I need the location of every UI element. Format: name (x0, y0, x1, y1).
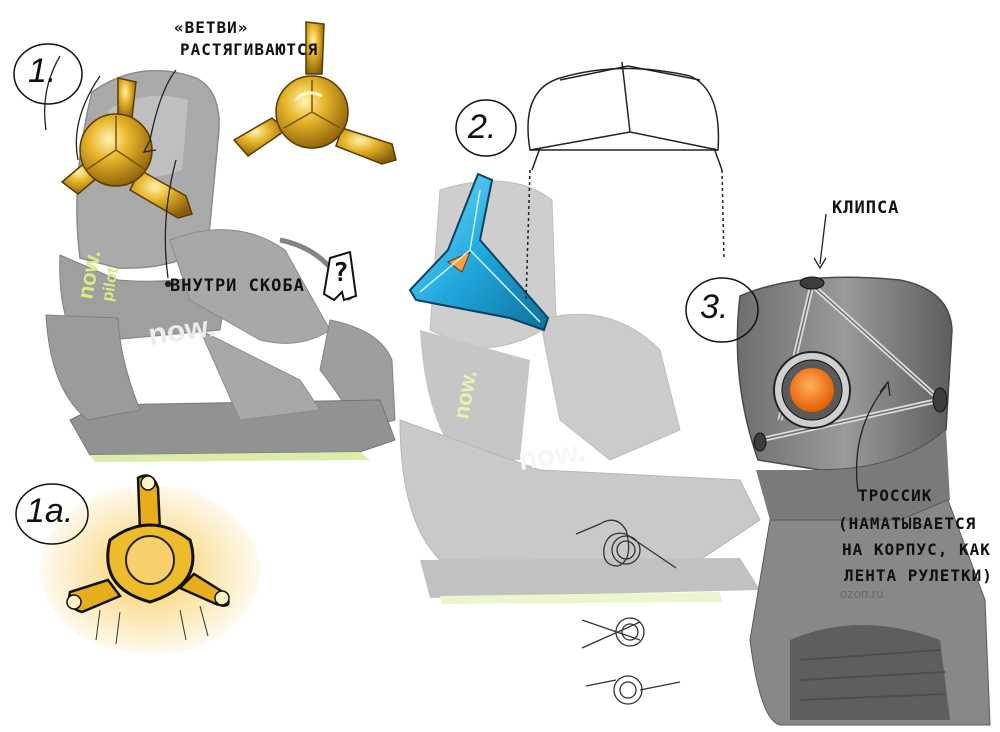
brand-pilot-left: pilot (99, 266, 122, 303)
note-inside-bracket: ВНУТРИ СКОБА (170, 276, 305, 296)
step-label-1: 1. (28, 52, 57, 90)
note-clip: КЛИПСА (832, 198, 900, 218)
gold-tripod-on-binding (60, 77, 193, 219)
gold-tripod-detail (232, 21, 397, 165)
annotation-lines (43, 55, 891, 493)
binding-right: ozon.ru (736, 276, 991, 726)
step-label-2: 2. (468, 108, 497, 146)
binding-left: now. pilot now. (45, 69, 396, 462)
question-mark-sketch (322, 250, 358, 302)
outline-shape-2 (525, 61, 725, 301)
note-cable-line3: НА КОРПУС, КАК (842, 540, 991, 559)
step-circles (13, 43, 759, 545)
spring-sketches (575, 519, 681, 705)
note-branches-quote: «ВЕТВИ» (174, 18, 249, 37)
blue-triangle-piece (408, 172, 550, 332)
step-label-3: 3. (700, 288, 729, 326)
step-label-1a: 1a. (26, 492, 74, 530)
gold-tripod-1a (40, 474, 260, 655)
note-cable-line2: (НАМАТЫВАЕТСЯ (838, 514, 977, 533)
brand-ozon: ozon.ru (840, 586, 883, 601)
brand-now-base-mid: now. (516, 435, 587, 477)
note-cable-line1: ТРОССИК (858, 486, 933, 505)
note-branches-stretch: РАСТЯГИВАЮТСЯ (180, 40, 319, 59)
note-cable-line4: ЛЕНТА РУЛЕТКИ) (844, 566, 993, 585)
note-question-mark: ? (333, 258, 350, 288)
